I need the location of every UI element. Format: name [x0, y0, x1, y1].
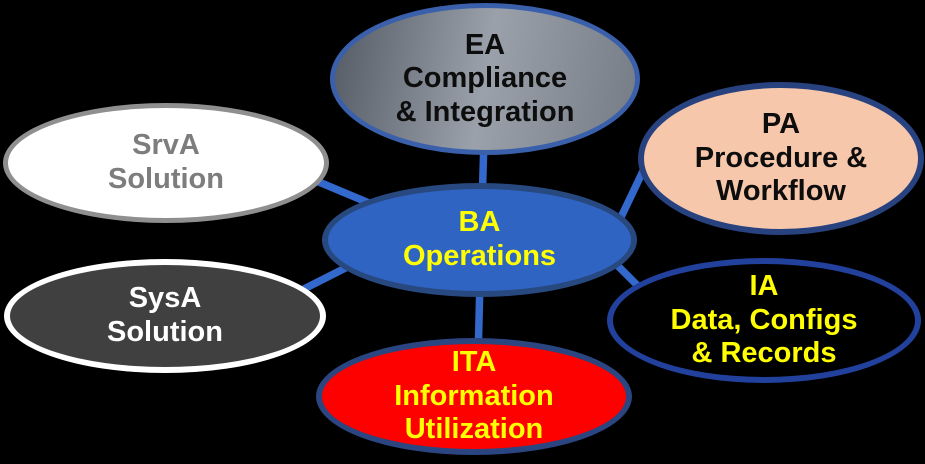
node-srva-solution: SrvA Solution — [3, 103, 329, 223]
node-ita-label: ITA Information Utilization — [394, 346, 554, 446]
node-ba-operations: BA Operations — [322, 183, 637, 297]
node-ita-information-utilization: ITA Information Utilization — [316, 338, 632, 455]
node-pa-label: PA Procedure & Workflow — [694, 108, 868, 208]
node-ea-label: EA Compliance & Integration — [395, 28, 575, 128]
node-ia-label: IA Data, Configs & Records — [670, 270, 858, 370]
node-ba-label: BA Operations — [402, 206, 557, 272]
node-ea-compliance-integration: EA Compliance & Integration — [330, 3, 640, 155]
node-ia-data-configs-records: IA Data, Configs & Records — [607, 258, 921, 383]
node-sysa-label: SysA Solution — [107, 282, 223, 348]
node-pa-procedure-workflow: PA Procedure & Workflow — [638, 82, 924, 235]
node-sysa-solution: SysA Solution — [4, 259, 326, 373]
node-srva-label: SrvA Solution — [108, 129, 224, 195]
